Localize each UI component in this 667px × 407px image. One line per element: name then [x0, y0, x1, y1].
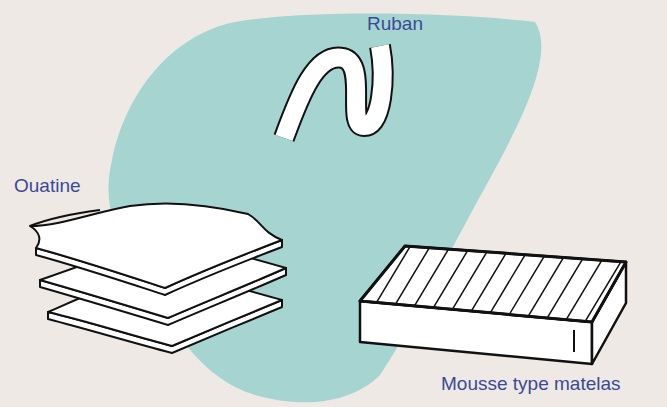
- batting-illustration: [30, 203, 286, 353]
- part-label: Ruban: [367, 13, 423, 35]
- part-label: Mousse type matelas: [441, 373, 621, 395]
- mattress-illustration: [340, 230, 660, 364]
- ribbon-illustration: [284, 46, 383, 138]
- part-label: Ouatine: [14, 175, 81, 197]
